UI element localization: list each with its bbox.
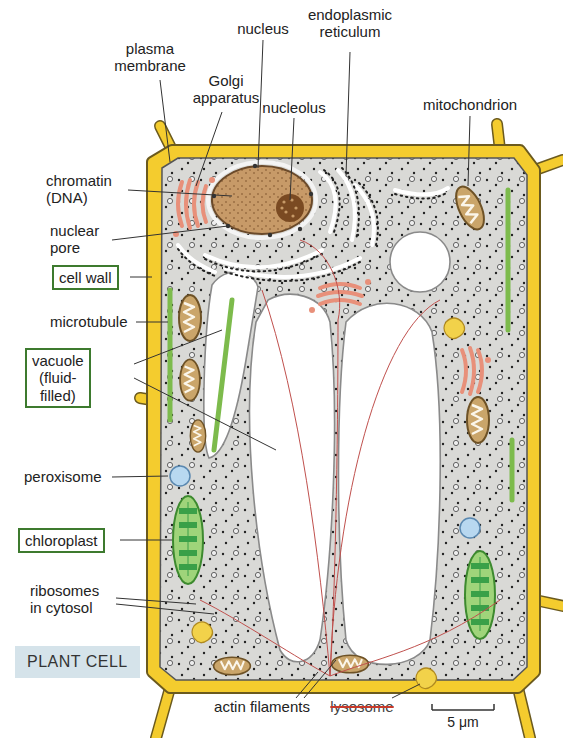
structure-label: actin filaments [214, 698, 310, 715]
cell-wall [152, 150, 535, 688]
structure-label-box: cell wall [52, 265, 119, 290]
scale-label: 5 μm [447, 714, 478, 730]
structure-label: peroxisome [24, 468, 102, 485]
figure-name-box: PLANT CELL [15, 646, 140, 678]
structure-label: mitochondrion [423, 96, 517, 113]
label-text: vacuole (fluid-filled) [32, 352, 84, 404]
scale-bar [432, 704, 494, 710]
structure-label: nuclear pore [50, 222, 112, 257]
structure-label: ribosomes in cytosol [30, 582, 114, 617]
struck-out-label: lysosome [330, 698, 393, 715]
structure-label-box: chloroplast [18, 528, 105, 553]
microtubule [170, 190, 512, 500]
mitochondrion [179, 183, 490, 675]
chloroplast [173, 496, 495, 639]
structure-label: Golgi apparatus [184, 72, 268, 107]
structure-label: microtubule [50, 313, 128, 330]
label-text: cell wall [59, 269, 112, 286]
cell-wall-fill [152, 150, 535, 688]
structure-label-box: vacuole (fluid-filled) [25, 348, 91, 408]
structure-label: plasma membrane [108, 40, 192, 75]
peroxisome [170, 466, 480, 538]
structure-label: nucleus [237, 20, 289, 37]
structure-label: endoplasmic reticulum [300, 6, 400, 41]
leader-line [112, 40, 470, 698]
adjacent-wall [140, 124, 563, 738]
label-text: PLANT CELL [27, 653, 128, 671]
lysosome [192, 318, 465, 689]
structure-label: chromatin (DNA) [46, 172, 126, 207]
actin-filament [200, 240, 500, 676]
label-text: chloroplast [25, 532, 98, 549]
golgi-vesicle [173, 177, 491, 363]
vacuole [204, 232, 450, 664]
structure-label: nucleolus [262, 99, 325, 116]
